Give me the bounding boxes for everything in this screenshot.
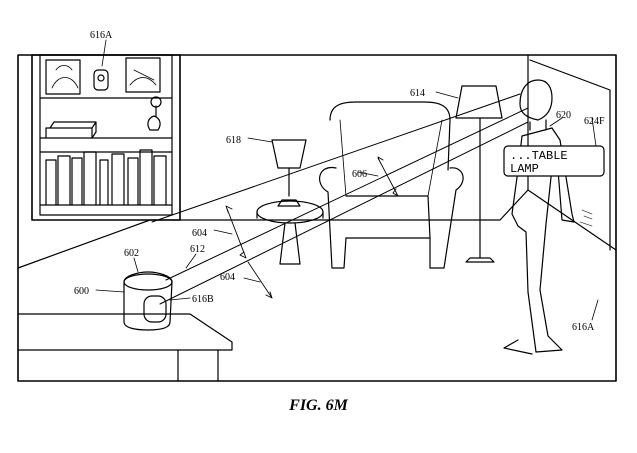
signal-lines xyxy=(152,94,528,304)
label-624F: 624F xyxy=(584,116,605,127)
label-620: 620 xyxy=(556,110,571,121)
label-606: 606 xyxy=(352,169,367,180)
bookshelf xyxy=(32,55,180,220)
callout-line-1: ...TABLE xyxy=(510,149,568,163)
label-604-top: 604 xyxy=(192,228,207,239)
label-602: 602 xyxy=(124,248,139,259)
label-618: 618 xyxy=(226,135,241,146)
label-616B: 616B xyxy=(192,294,214,305)
side-table-with-lamp xyxy=(257,140,323,264)
label-614: 614 xyxy=(410,88,425,99)
callout-line-2: LAMP xyxy=(510,162,539,176)
label-604-bottom: 604 xyxy=(220,272,235,283)
label-616A-top: 616A xyxy=(90,30,113,41)
smart-speaker xyxy=(124,272,172,330)
person xyxy=(504,80,574,354)
figure-caption: FIG. 6M xyxy=(0,397,637,415)
label-616A-right: 616A xyxy=(572,322,595,333)
dimension-arrows xyxy=(226,157,398,298)
label-600: 600 xyxy=(74,286,89,297)
armchair xyxy=(320,102,464,268)
label-612: 612 xyxy=(190,244,205,255)
